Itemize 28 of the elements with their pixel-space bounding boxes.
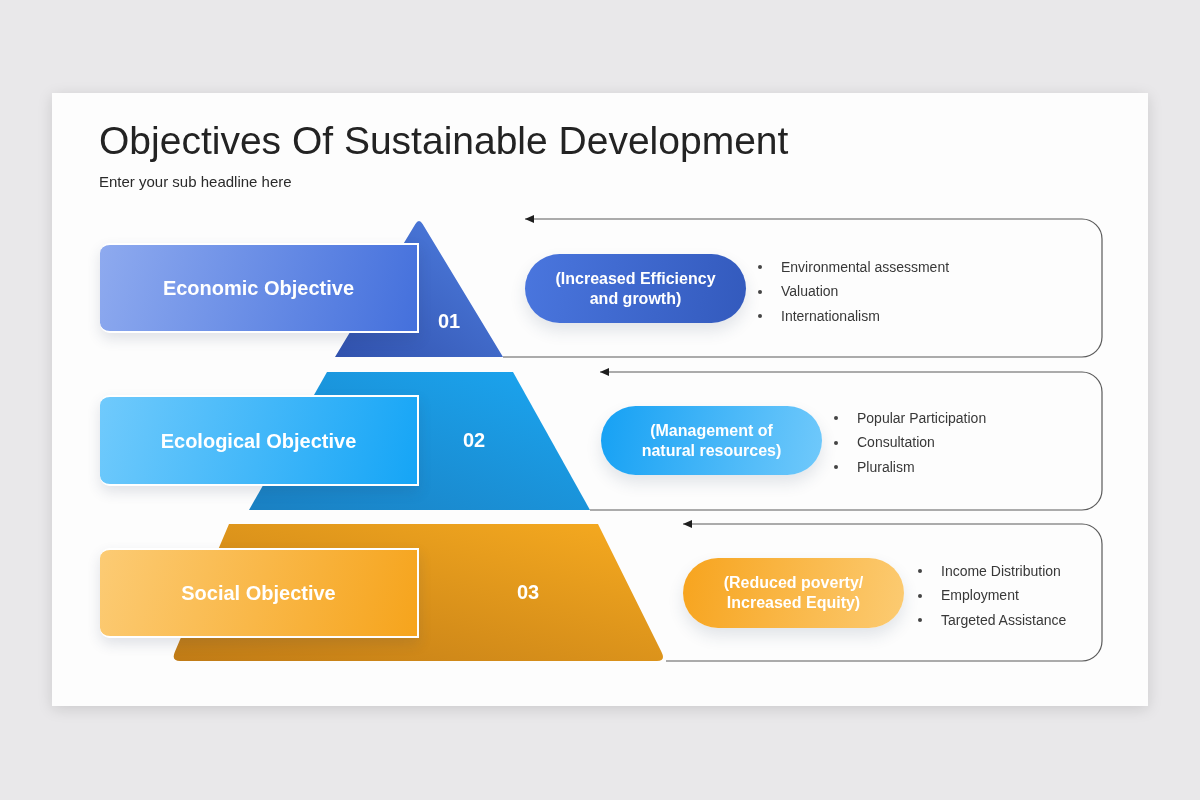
objective-title: Economic Objective [162, 276, 355, 300]
tier-number: 02 [462, 430, 486, 450]
objective-box [100, 548, 419, 638]
connector-arrow [502, 215, 1103, 358]
bullet-text: Pluralism [857, 458, 915, 476]
objective-pill [525, 254, 746, 323]
bullet-text: Environmental assessment [781, 258, 950, 276]
objective-title: Ecological Objective [160, 428, 357, 453]
connector-arrow [665, 520, 1103, 662]
tier-number: 01 [437, 311, 461, 331]
connector-arrow [589, 368, 1103, 511]
pill-label: (Increased Efficiency and growth) [554, 268, 717, 309]
bullet-text: Consultation [857, 434, 935, 452]
bullet-text: Income Distribution [941, 562, 1061, 580]
tier-number: 03 [516, 582, 540, 602]
slide-title: Objectives Of Sustainable Development [99, 118, 789, 164]
objective-box [100, 243, 419, 333]
bullet-text: Popular Participation [857, 409, 987, 427]
objective-title: Social Objective [181, 581, 336, 605]
pill-label: (Reduced poverty/ Increased Equity) [722, 573, 865, 613]
slide-subtitle: Enter your sub headline here [99, 173, 292, 191]
pill-label: (Management of natural resources) [640, 420, 783, 461]
bullet-text: Targeted Assistance [941, 611, 1067, 629]
bullet-text: Internationalism [781, 307, 880, 325]
objective-box [100, 395, 419, 486]
bullet-text: Employment [941, 587, 1019, 605]
objective-pill [601, 406, 822, 475]
bullet-text: Valuation [781, 283, 839, 301]
